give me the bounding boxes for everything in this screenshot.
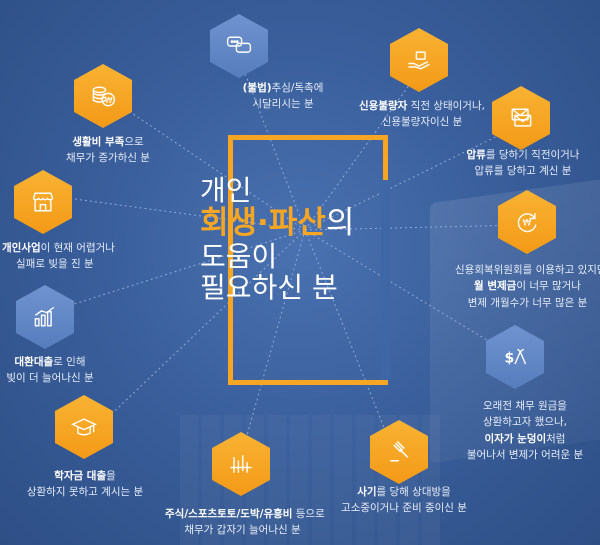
headline-line2: 회생·파산의 bbox=[200, 206, 440, 241]
headline-line1: 개인 bbox=[200, 174, 252, 207]
headline-line4: 필요하신 분 bbox=[200, 271, 338, 305]
headline-suffix: 의 bbox=[325, 205, 355, 242]
mail-icon bbox=[492, 86, 550, 150]
svg-text:$: $ bbox=[505, 350, 515, 366]
headline-highlight: 회생·파산 bbox=[200, 205, 326, 242]
svg-text:₩: ₩ bbox=[523, 219, 532, 229]
headline-frame bbox=[228, 135, 390, 385]
item-credit-default: 신용불량자 직전 상태이거나,신용불량자이신 분 bbox=[359, 100, 485, 129]
store-icon bbox=[14, 170, 72, 234]
headline: 개인 회생·파산의 도움이 필요하신 분 bbox=[200, 175, 440, 304]
svg-text:₩: ₩ bbox=[105, 96, 113, 105]
headline-line3: 도움이 bbox=[200, 240, 278, 274]
